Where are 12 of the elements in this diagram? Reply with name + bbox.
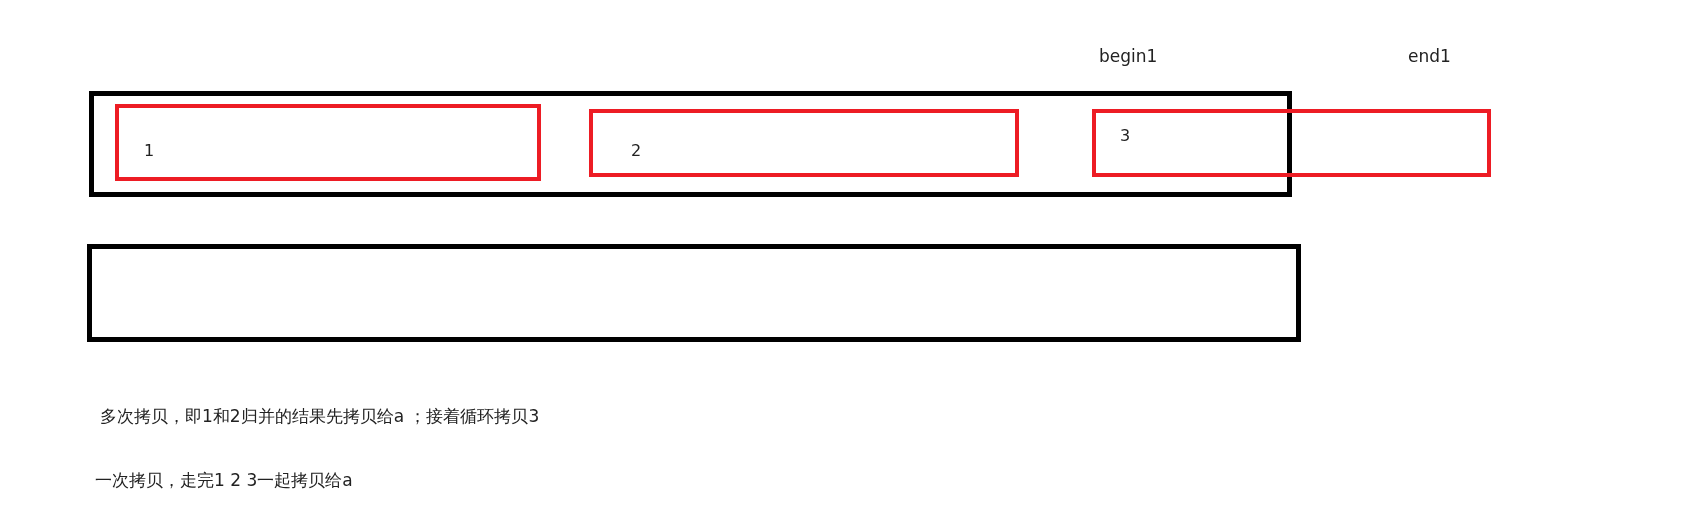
segment-box: [1092, 109, 1491, 177]
position-label: end1: [1408, 46, 1451, 67]
note-text: 多次拷贝，即1和2归并的结果先拷贝给a ；接着循环拷贝3: [100, 406, 540, 427]
container-box: [89, 91, 1292, 197]
container-box: [87, 244, 1301, 342]
segment-number: 1: [144, 143, 155, 159]
segment-box: [115, 104, 541, 181]
segment-box: [589, 109, 1019, 177]
segment-number: 2: [631, 143, 642, 159]
segment-number: 3: [1120, 128, 1131, 144]
note-text: 一次拷贝，走完1 2 3一起拷贝给a: [95, 470, 353, 491]
position-label: begin1: [1099, 46, 1158, 67]
